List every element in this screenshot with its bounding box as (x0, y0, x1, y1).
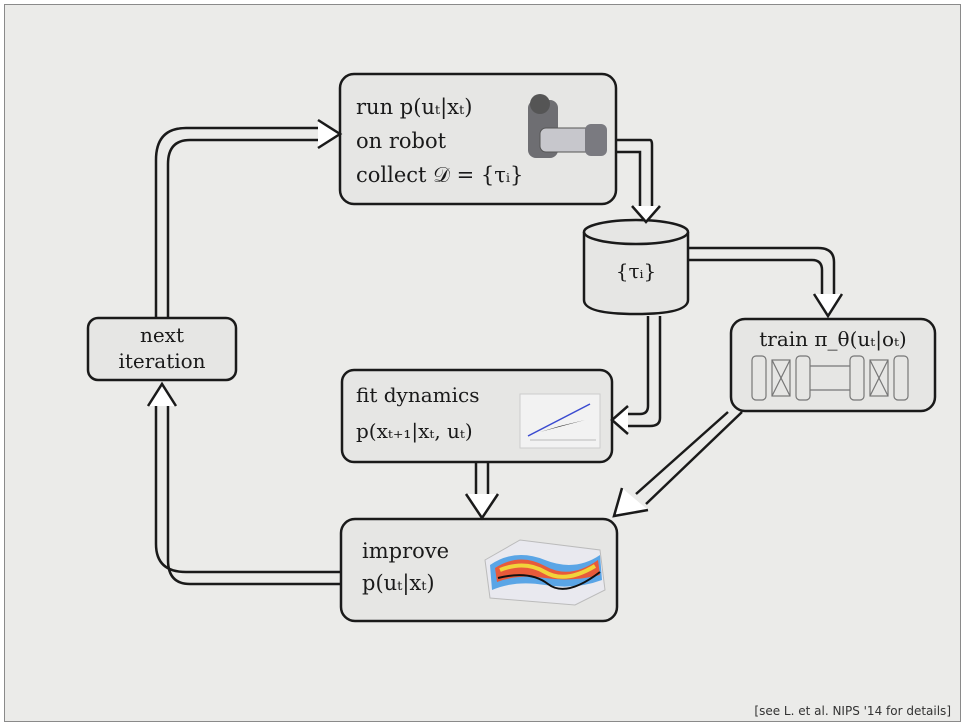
arrow-data-to-fit (610, 316, 662, 435)
arrow-run-to-data (616, 138, 661, 224)
train-policy-label: train π_θ(uₜ|oₜ) (759, 327, 906, 352)
dynamics-plot-icon (519, 393, 601, 449)
improve-line-2: p(uₜ|xₜ) (362, 571, 435, 596)
cost-surface-icon (484, 539, 606, 606)
improve-line-1: improve (362, 539, 449, 563)
run-line-1: run p(uₜ|xₜ) (356, 95, 472, 120)
arrow-data-to-train (688, 246, 844, 319)
next-line-2: iteration (118, 349, 205, 373)
arrow-fit-to-improve (464, 462, 500, 521)
arrow-train-to-improve (612, 411, 743, 518)
arrow-improve-to-next (146, 381, 341, 586)
network-diagram-icon (751, 355, 909, 401)
fit-line-2: p(xₜ₊₁|xₜ, uₜ) (356, 419, 473, 444)
citation-footnote: [see L. et al. NIPS '14 for details] (754, 704, 951, 718)
fit-line-1: fit dynamics (356, 383, 479, 407)
next-line-1: next (140, 323, 184, 347)
arrow-next-to-run (154, 118, 343, 318)
data-store-label: {τᵢ} (616, 259, 657, 283)
run-line-2: on robot (356, 129, 447, 153)
next-iteration-box (86, 316, 238, 382)
data-store-cylinder (582, 218, 690, 316)
robot-arm-icon (528, 94, 607, 158)
run-line-3: collect 𝒟 = {τᵢ} (356, 163, 523, 187)
